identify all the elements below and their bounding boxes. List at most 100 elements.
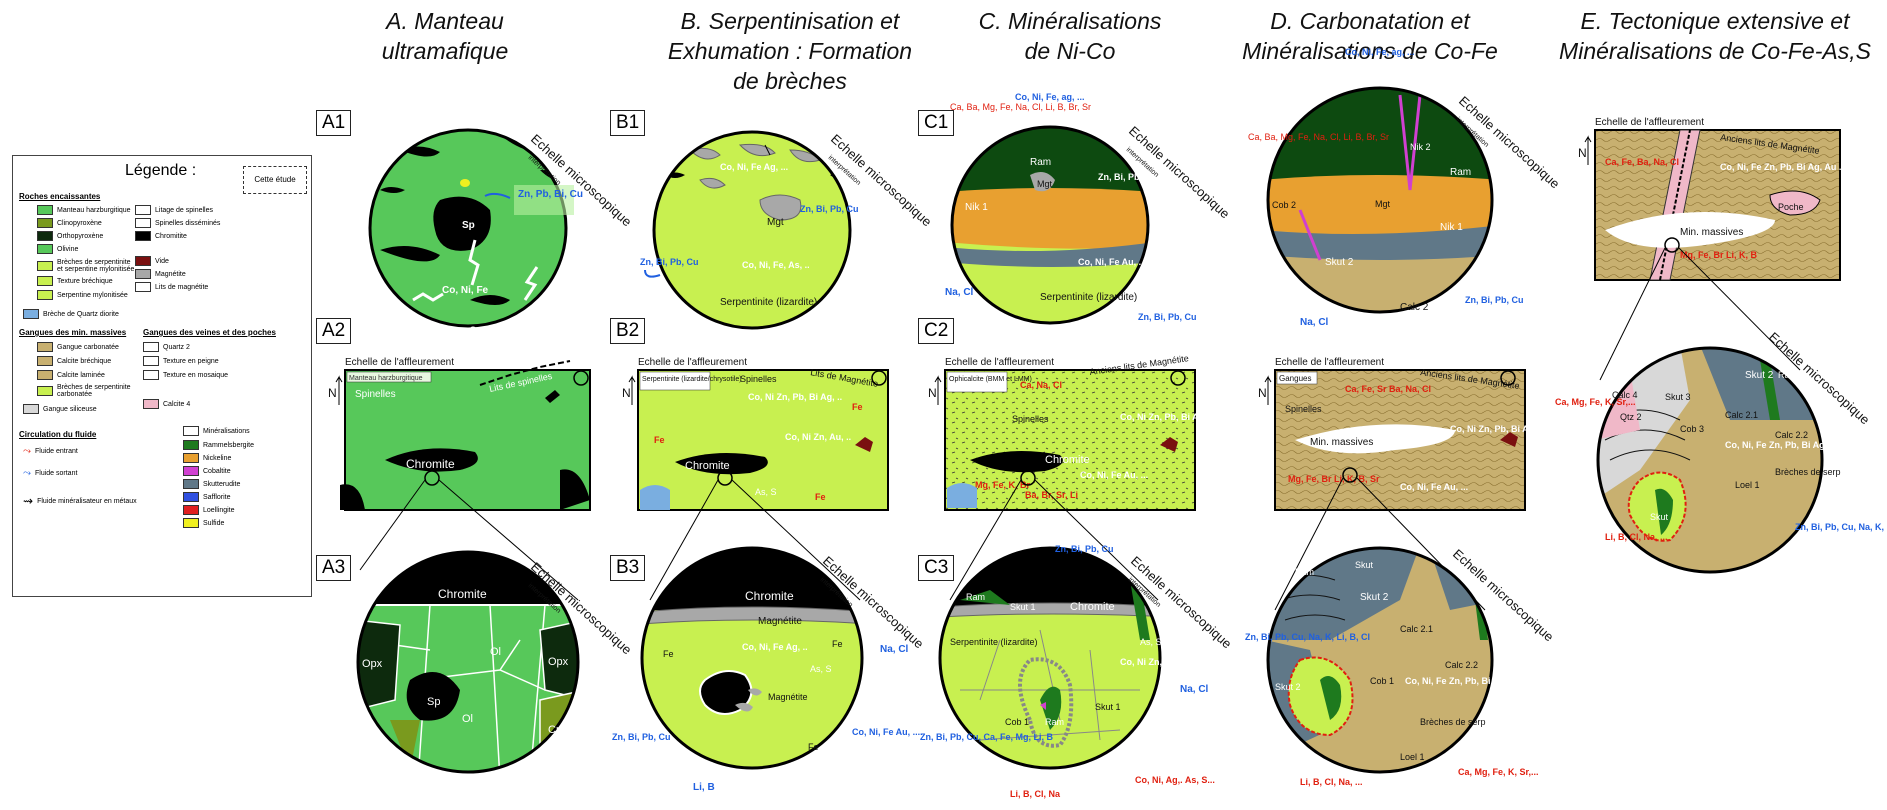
c3-serp: Serpentinite (lizardite) (950, 637, 1038, 647)
circle-b3 (640, 546, 864, 770)
d-skut2: Skut 2 (1325, 257, 1354, 268)
legend-rr-4-label: Magnétite (155, 270, 186, 278)
e-minmass: Min. massives (1680, 227, 1743, 238)
c3-skut1: Skut 1 (1095, 702, 1121, 712)
c3-nacl: Na, Cl (1180, 684, 1209, 695)
e-calc21: Calc 2.1 (1725, 410, 1758, 420)
e-ram: Ram (1778, 370, 1797, 380)
d3-loel: Loel 1 (1400, 752, 1425, 762)
title-e: E. Tectonique extensive et Minéralisatio… (1545, 6, 1885, 66)
title-c: C. Minéralisations de Ni-Co (940, 6, 1200, 66)
legend: Légende : Cette étude Roches encaissante… (12, 155, 312, 597)
c1-znbi: Zn, Bi, Pb, Cu (1098, 172, 1157, 182)
e-calc4: Calc 4 (1612, 390, 1638, 400)
c1-mgt: Mgt (1037, 179, 1053, 189)
b3-coni2: Co, Ni, Fe Au, .... (852, 727, 923, 737)
a2-north: N (328, 386, 337, 400)
legend-roche-0: Manteau harzburgitique (37, 205, 131, 215)
legend-roche-3: Olivine (37, 244, 78, 254)
circle-b1 (652, 130, 852, 330)
panel-c2: Ophicalcite (BMM et LMM) Anciens lits de… (944, 353, 1214, 511)
title-c-line1: C. Minéralisations (978, 8, 1162, 34)
panel-e1 (1594, 129, 1841, 281)
legend-veine-1: Texture en peigne (143, 356, 219, 366)
d3-coni: Co, Ni, Fe Zn, Pb, Bi Ag, Au ... (1405, 676, 1531, 686)
b1-mgt: Mgt (767, 217, 784, 228)
legend-rr-2: Chromitite (135, 231, 187, 241)
a3-ol-2: Ol (462, 713, 473, 725)
c3-conag: Co, Ni, Ag,. As, S... (1135, 775, 1215, 785)
a2-spinelles: Spinelles (355, 389, 396, 400)
legend-veine-2-label: Texture en mosaique (163, 371, 228, 379)
a1-sp-label: Sp (462, 220, 475, 231)
b3-fe-2: Fe (832, 639, 843, 649)
legend-roche-2: Orthopyroxène (37, 231, 103, 241)
legend-fluide-1-label: Fluide sortant (35, 470, 78, 477)
d-calc2: Calc 2 (1400, 302, 1429, 313)
legend-fluide-0-label: Fluide entrant (35, 448, 78, 455)
title-b: B. Serpentinisation et Exhumation : Form… (650, 6, 930, 96)
c2-babr: Ba, Br, Sr, Li (1025, 490, 1078, 500)
legend-rr-5-label: Lits de magnétite (155, 283, 209, 291)
legend-veine-3-label: Calcite 4 (163, 400, 191, 408)
legend-min-4: Safflorite (183, 492, 231, 502)
legend-roche-4: Brèches de serpentinite et serpentine my… (37, 259, 137, 273)
d2-echelle: Echelle de l'affleurement (1275, 357, 1384, 368)
title-e-line1: E. Tectonique extensive et (1580, 8, 1850, 34)
legend-rr-5: Lits de magnétite (135, 282, 208, 292)
circle-d3 (1266, 546, 1494, 774)
c3-coni: Co, Ni Zn, Pb, Bi Ag, .. (1120, 657, 1214, 667)
d-coni: Co, Ni Zn, Pb, Bi Ag, As, S.. (1450, 424, 1566, 434)
legend-min-0-label: Rammelsbergite (203, 441, 254, 449)
legend-min-1: Nickeline (183, 453, 231, 463)
d-in: Ca, Ba, Mg, Fe, Na, Cl, Li, B, Br, Sr (1248, 132, 1389, 142)
a3-cpx: Cpx (548, 724, 568, 736)
legend-rr-3-label: Vide (155, 257, 169, 265)
legend-fluide-header: Circulation du fluide (19, 430, 97, 439)
legend-rr-4: Magnétite (135, 269, 186, 279)
legend-gangue-1-label: Calcite bréchique (57, 357, 112, 365)
c1-ram: Ram (1030, 157, 1051, 168)
e-skut2: Skut 2 (1745, 370, 1774, 381)
c3-cob: Cob 1 (1005, 717, 1029, 727)
legend-min-header: Minéralisations (183, 426, 250, 436)
d-znbi: Zn, Bi, Pb, Cu (1465, 295, 1524, 305)
e-skut3: Skut 3 (1665, 392, 1691, 402)
c1-serp: Serpentinite (lizardite) (1040, 292, 1137, 303)
a3-opx-left: Opx (362, 658, 383, 670)
legend-min-6-label: Sulfide (203, 519, 225, 527)
d3-cob1: Cob 1 (1370, 676, 1394, 686)
c3-ram: Ram (966, 592, 985, 602)
legend-rr-1-label: Spinelles disséminés (155, 219, 221, 227)
b2-coni2: Co, Ni Zn, Au, .. (785, 432, 851, 442)
a3-opx-right: Opx (548, 656, 569, 668)
d3-calc22: Calc 2.2 (1445, 660, 1478, 670)
d-nik2: Nik 2 (1410, 142, 1431, 152)
legend-gangue-4: Gangue siliceuse (23, 404, 97, 414)
c1-nacl: Na, Cl (945, 287, 974, 298)
c3-chromite: Chromite (1070, 601, 1115, 613)
legend-min-4-label: Safflorite (203, 493, 231, 501)
legend-title: Légende : (125, 162, 197, 179)
a3-chromite: Chromite (438, 587, 487, 601)
legend-min-2-label: Cobaltite (203, 467, 231, 475)
panel-label-c1: C1 (918, 110, 955, 136)
c2-canacl: Ca, Na, Cl (1020, 380, 1062, 390)
legend-veines-header: Gangues des veines et des poches (143, 328, 276, 337)
c2-chromite: Chromite (1045, 454, 1090, 466)
d3-skut2: Skut 2 (1360, 592, 1389, 603)
d3-out: Zn, Bi, Pb, Cu, Na, K, Li, B, Cl (1245, 632, 1370, 642)
b2-north: N (622, 386, 631, 400)
e-coni: Co, Ni, Fe Zn, Pb, Bi Ag, Au ... (1720, 162, 1846, 172)
b1-cona: Co, Ni, Fe, As, .. (742, 260, 810, 270)
a2-echelle: Echelle de l'affleurement (345, 357, 454, 368)
c3-out: Zn, Bi, Pb, Cu, Ca, Fe, Mg, Li, B (920, 732, 1054, 742)
d3-ram: Ram (1295, 567, 1314, 577)
d3-camg: Ca, Mg, Fe, K, Sr,... (1458, 767, 1539, 777)
a3-sp: Sp (427, 696, 440, 708)
circle-e3 (1596, 346, 1824, 574)
b3-magnetite: Magnétite (758, 616, 802, 627)
b3-magn2: Magnétite (768, 692, 808, 702)
title-c-line2: de Ni-Co (1024, 38, 1116, 64)
